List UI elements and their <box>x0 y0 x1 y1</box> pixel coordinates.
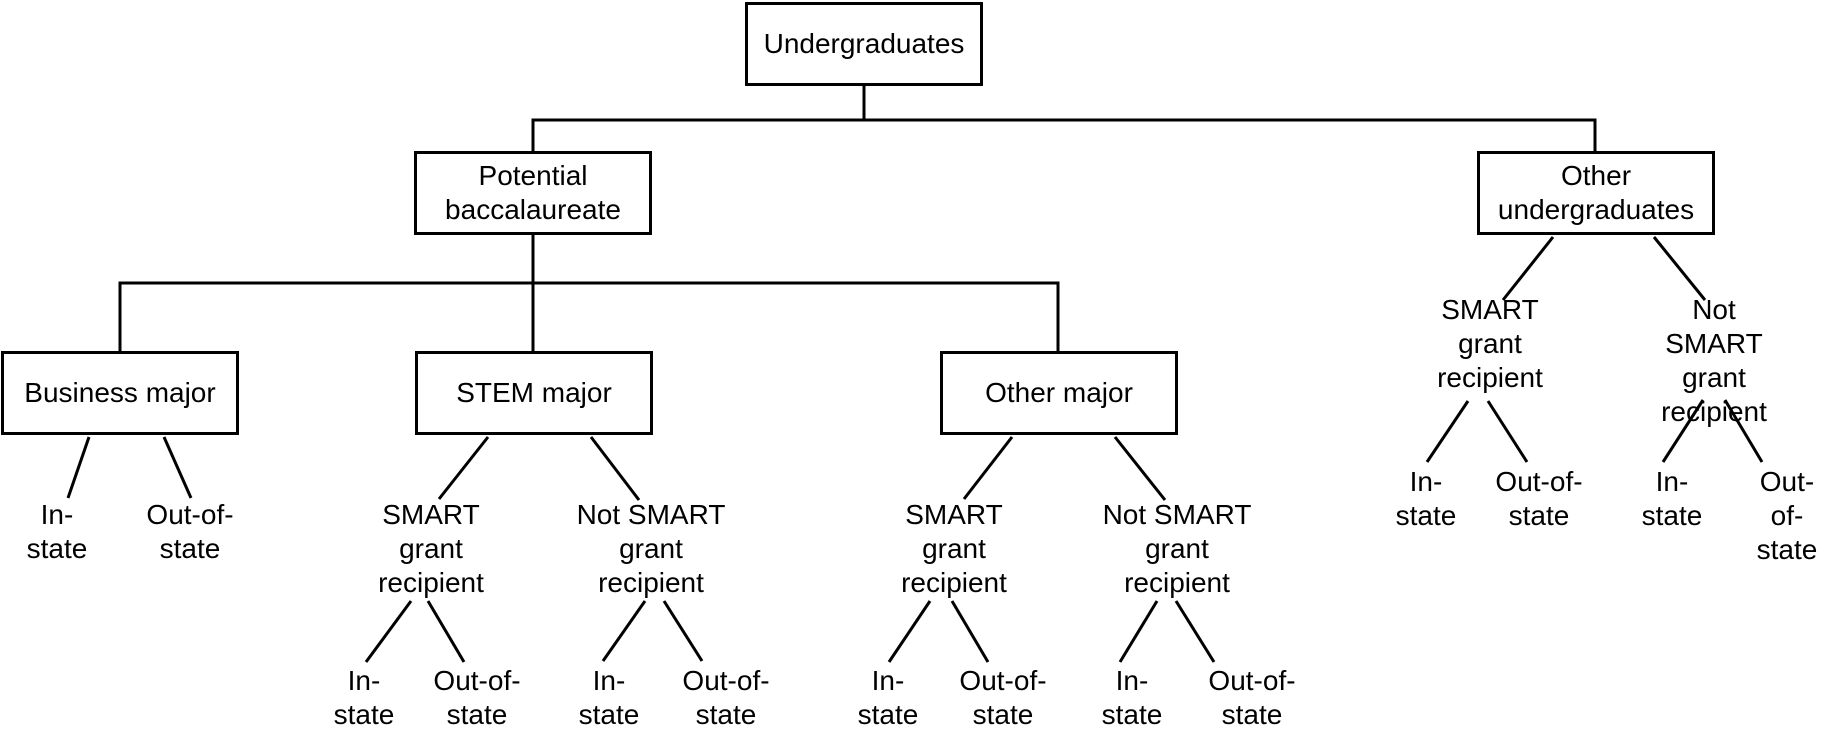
node-other-undergraduates: Other undergraduates <box>1477 151 1715 235</box>
node-stem-notsmart-grant: Not SMART grant recipient <box>576 499 726 598</box>
edge-otherug-notsmart <box>1652 236 1707 301</box>
node-undergraduates: Undergraduates <box>745 2 983 86</box>
edge-business-instate <box>66 436 91 499</box>
leaf-othermajor-smart-instate: In- state <box>857 665 919 730</box>
edge-otherug-notsmart-outofstate <box>1723 399 1764 463</box>
leaf-othermajor-notsmart-instate: In- state <box>1101 665 1163 730</box>
edge-stem-notsmart-outofstate <box>662 600 704 662</box>
edge-stem-notsmart-instate <box>601 600 647 662</box>
edge-business-outofstate <box>162 436 193 499</box>
node-business-major: Business major <box>1 351 239 435</box>
edge-othermajor-notsmart <box>1113 436 1167 501</box>
edge-stem-smart <box>437 436 490 500</box>
edge-stem-notsmart <box>589 436 641 501</box>
leaf-stem-notsmart-outofstate: Out-of- state <box>682 665 770 730</box>
leaf-othermajor-smart-outofstate: Out-of- state <box>959 665 1047 730</box>
node-stem-major: STEM major <box>415 351 653 435</box>
connector-majors-rail <box>118 235 1060 351</box>
leaf-stem-smart-outofstate: Out-of- state <box>433 665 521 730</box>
edge-stem-smart-outofstate <box>426 600 466 663</box>
leaf-otherug-notsmart-outofstate: Out-of- state <box>1756 466 1818 565</box>
edge-othermajor-smart-outofstate <box>950 600 990 663</box>
leaf-stem-smart-instate: In- state <box>333 665 395 730</box>
edge-otherug-smart-outofstate <box>1486 400 1529 463</box>
leaf-stem-notsmart-instate: In- state <box>578 665 640 730</box>
leaf-otherug-notsmart-instate: In- state <box>1641 466 1703 531</box>
node-other-major: Other major <box>940 351 1178 435</box>
edge-otherug-notsmart-instate <box>1661 399 1705 463</box>
leaf-otherug-smart-instate: In- state <box>1395 466 1457 531</box>
leaf-othermajor-notsmart-outofstate: Out-of- state <box>1208 665 1296 730</box>
edge-othermajor-notsmart-instate <box>1118 600 1159 663</box>
connector-root-rail <box>531 86 1597 151</box>
edge-otherug-smart-instate <box>1425 400 1470 463</box>
edge-othermajor-notsmart-outofstate <box>1174 600 1216 663</box>
node-stem-smart-grant: SMART grant recipient <box>378 499 484 598</box>
node-potential-baccalaureate: Potential baccalaureate <box>414 151 652 235</box>
node-otherug-smart-grant: SMART grant recipient <box>1437 294 1543 393</box>
node-otherug-notsmart-grant: Not SMART grant recipient <box>1661 294 1767 427</box>
edge-othermajor-smart <box>962 436 1014 500</box>
edge-otherug-smart <box>1501 236 1555 301</box>
leaf-business-outofstate: Out-of- state <box>146 499 234 564</box>
edge-othermajor-smart-instate <box>887 600 932 663</box>
leaf-business-instate: In- state <box>26 499 88 564</box>
node-othermajor-smart-grant: SMART grant recipient <box>901 499 1007 598</box>
edge-stem-smart-instate <box>364 600 413 663</box>
leaf-otherug-smart-outofstate: Out-of- state <box>1495 466 1583 531</box>
node-othermajor-notsmart-grant: Not SMART grant recipient <box>1102 499 1252 598</box>
